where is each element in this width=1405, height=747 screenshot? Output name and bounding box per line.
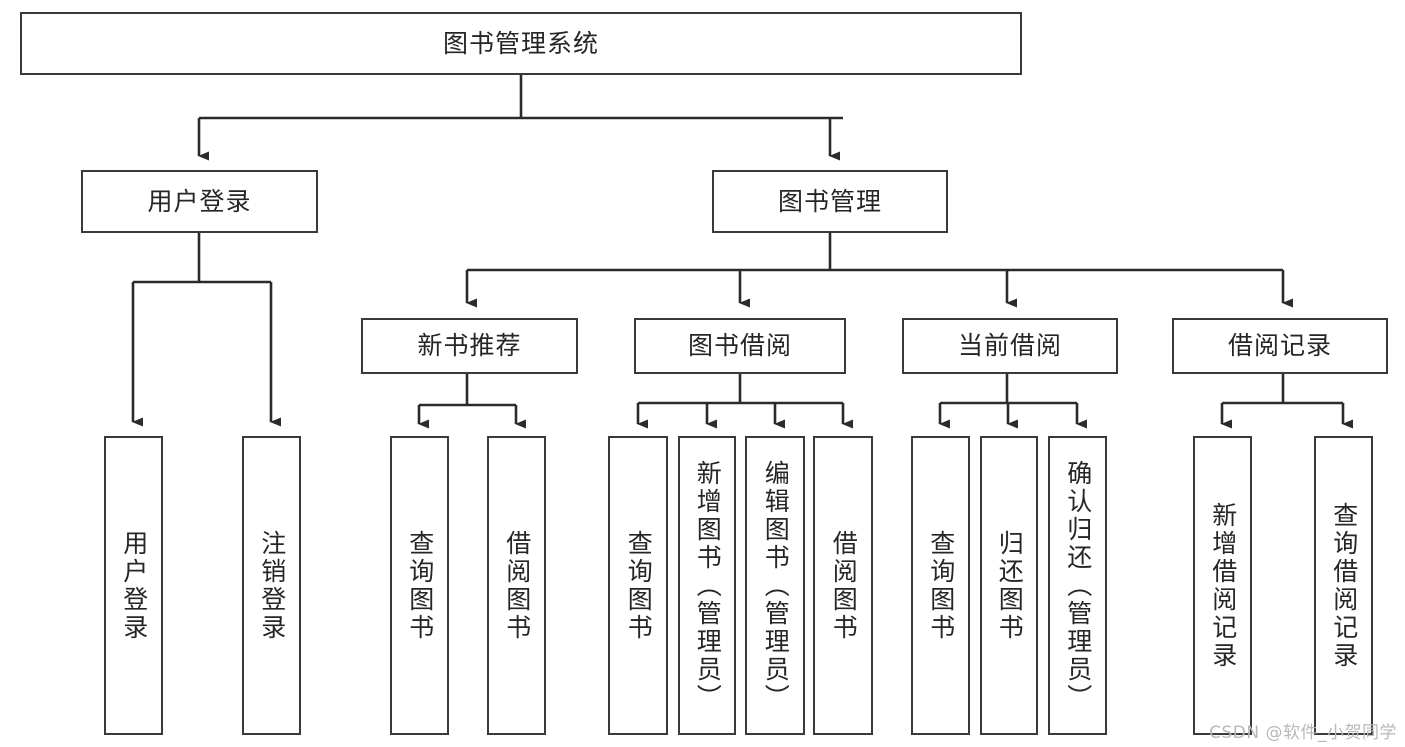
leaf-bb-add-book[interactable]: 新增图书（管理员） [678,436,736,735]
node-user-login[interactable]: 用户登录 [81,170,318,233]
node-borrow-record-label: 借阅记录 [1227,331,1332,361]
leaf-br-query-record[interactable]: 查询借阅记录 [1314,436,1373,735]
leaf-bb-query-book[interactable]: 查询图书 [608,436,668,735]
leaf-cb-query-book[interactable]: 查询图书 [911,436,970,735]
leaf-nb-query-book-label: 查询图书 [405,529,435,642]
leaf-nb-borrow-book[interactable]: 借阅图书 [487,436,546,735]
node-book-borrow[interactable]: 图书借阅 [634,318,846,374]
leaf-logout-label: 注销登录 [257,529,287,642]
leaf-bb-edit-book-label: 编辑图书（管理员） [761,459,791,712]
leaf-br-add-record[interactable]: 新增借阅记录 [1193,436,1252,735]
leaf-br-query-record-label: 查询借阅记录 [1329,501,1359,670]
leaf-cb-return-book-label: 归还图书 [995,529,1025,642]
node-user-login-label: 用户登录 [147,186,252,216]
csdn-watermark: CSDN @软件_小贺同学 [1209,723,1397,743]
leaf-user-login[interactable]: 用户登录 [104,436,163,735]
leaf-cb-confirm-return-label: 确认归还（管理员） [1063,459,1093,712]
leaf-br-add-record-label: 新增借阅记录 [1208,501,1238,670]
node-new-book-recommend-label: 新书推荐 [417,331,522,361]
leaf-cb-query-book-label: 查询图书 [926,529,956,642]
node-borrow-record[interactable]: 借阅记录 [1172,318,1388,374]
node-root-system[interactable]: 图书管理系统 [20,12,1022,75]
node-current-borrow[interactable]: 当前借阅 [902,318,1118,374]
leaf-nb-borrow-book-label: 借阅图书 [502,529,532,642]
leaf-bb-edit-book[interactable]: 编辑图书（管理员） [745,436,805,735]
node-book-manage-label: 图书管理 [777,186,882,216]
node-current-borrow-label: 当前借阅 [957,331,1062,361]
leaf-nb-query-book[interactable]: 查询图书 [390,436,449,735]
node-book-manage[interactable]: 图书管理 [712,170,948,233]
leaf-bb-borrow-book-label: 借阅图书 [829,529,859,642]
leaf-logout[interactable]: 注销登录 [242,436,301,735]
leaf-cb-return-book[interactable]: 归还图书 [980,436,1038,735]
node-new-book-recommend[interactable]: 新书推荐 [361,318,578,374]
leaf-bb-borrow-book[interactable]: 借阅图书 [813,436,873,735]
leaf-bb-add-book-label: 新增图书（管理员） [693,459,723,712]
node-root-system-label: 图书管理系统 [442,28,599,58]
node-book-borrow-label: 图书借阅 [687,331,792,361]
leaf-user-login-label: 用户登录 [119,529,149,642]
leaf-bb-query-book-label: 查询图书 [624,529,654,642]
leaf-cb-confirm-return[interactable]: 确认归还（管理员） [1048,436,1107,735]
